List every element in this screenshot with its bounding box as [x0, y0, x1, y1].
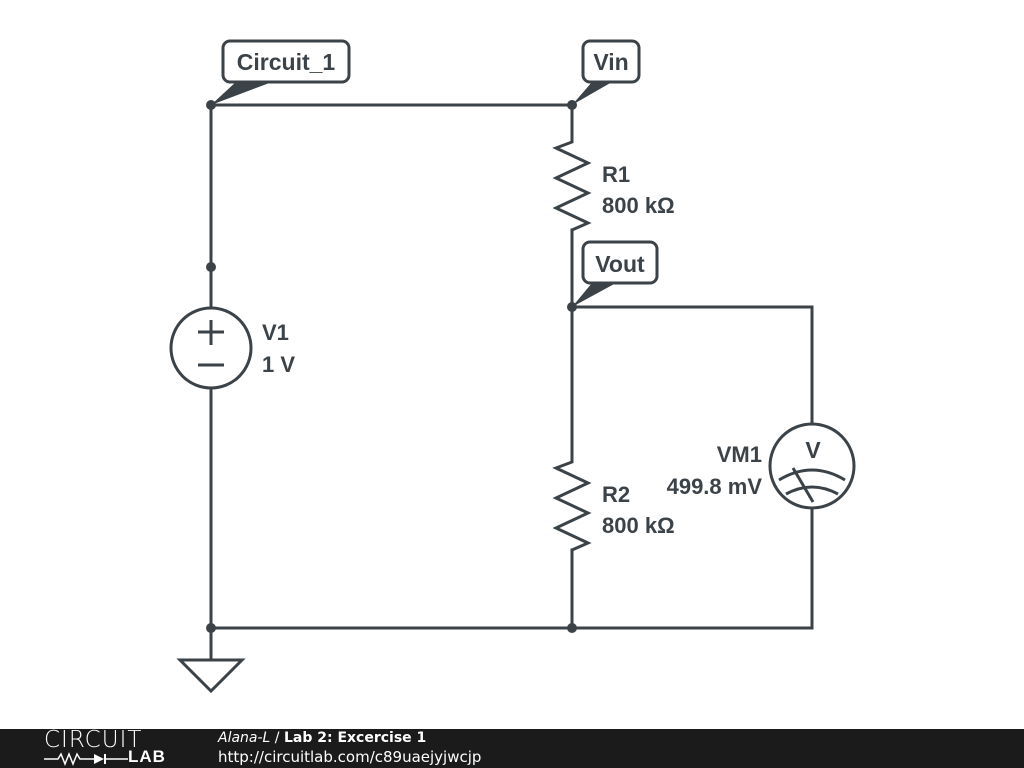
voltmeter-glyph: V [805, 437, 821, 463]
net-label-box [221, 39, 351, 84]
wire-vout-meter [570, 305, 814, 426]
logo-text-lab: LAB [128, 747, 166, 766]
component-name: R2 [602, 482, 630, 507]
net-label-pointer [211, 80, 272, 105]
component-name: R1 [602, 162, 630, 187]
ground-icon [176, 658, 246, 694]
component-value: 1 V [262, 352, 295, 377]
meter-needle [791, 467, 815, 503]
logo-resistor-diode-icon [44, 752, 128, 766]
component-value: 800 kΩ [602, 513, 675, 538]
meter-scale-outer [778, 468, 846, 482]
title-separator: / [270, 730, 284, 746]
net-label-text: Vin [593, 49, 628, 75]
voltmeter-vm1[interactable]: V VM1 499.8 mV [667, 422, 856, 510]
component-value: 800 kΩ [602, 193, 675, 218]
ground-symbol[interactable] [176, 658, 246, 694]
net-label-circuit[interactable]: Circuit_1 [211, 39, 351, 105]
junction-dot [206, 623, 216, 633]
net-label-vin[interactable]: Vin [572, 39, 641, 105]
resistor-icon [552, 140, 592, 232]
wire-bottom [209, 506, 814, 630]
circuit-schematic: Circuit_1 Vin Vout V1 1 V R1 800 kΩ R2 8… [169, 39, 856, 694]
circuit-url[interactable]: http://circuitlab.com/c89uaejyjwcjp [218, 748, 482, 766]
junction-dot [567, 623, 577, 633]
resistor-r2[interactable]: R2 800 kΩ [552, 460, 675, 552]
voltmeter-icon [768, 422, 856, 510]
net-label-text: Vout [595, 251, 645, 277]
wires [209, 103, 814, 662]
component-name: V1 [262, 320, 289, 345]
voltage-source-icon [169, 306, 253, 390]
logo-text-circuit: CIRCUIT [44, 727, 143, 753]
circuit-title-line: Alana-L / Lab 2: Excercise 1 [218, 730, 426, 746]
net-label-pointer [572, 283, 616, 307]
component-name: VM1 [717, 442, 762, 467]
author-link[interactable]: Alana-L [218, 730, 271, 746]
component-value: 499.8 mV [667, 474, 763, 499]
circuit-title[interactable]: Lab 2: Excercise 1 [283, 730, 427, 746]
net-label-pointer [572, 82, 612, 105]
circuitlab-logo[interactable]: CIRCUIT LAB [44, 727, 174, 767]
junction-dot [206, 262, 216, 272]
footer-bar: CIRCUIT LAB Alana-L / Lab 2: Excercise 1… [0, 727, 1024, 768]
meter-scale-inner [785, 485, 839, 496]
voltage-source-v1[interactable]: V1 1 V [169, 306, 295, 390]
net-label-box [581, 240, 659, 285]
resistor-r1[interactable]: R1 800 kΩ [552, 140, 675, 232]
resistor-icon [552, 460, 592, 552]
net-label-vout[interactable]: Vout [572, 240, 659, 307]
net-label-text: Circuit_1 [237, 49, 336, 75]
net-label-box [581, 39, 641, 84]
